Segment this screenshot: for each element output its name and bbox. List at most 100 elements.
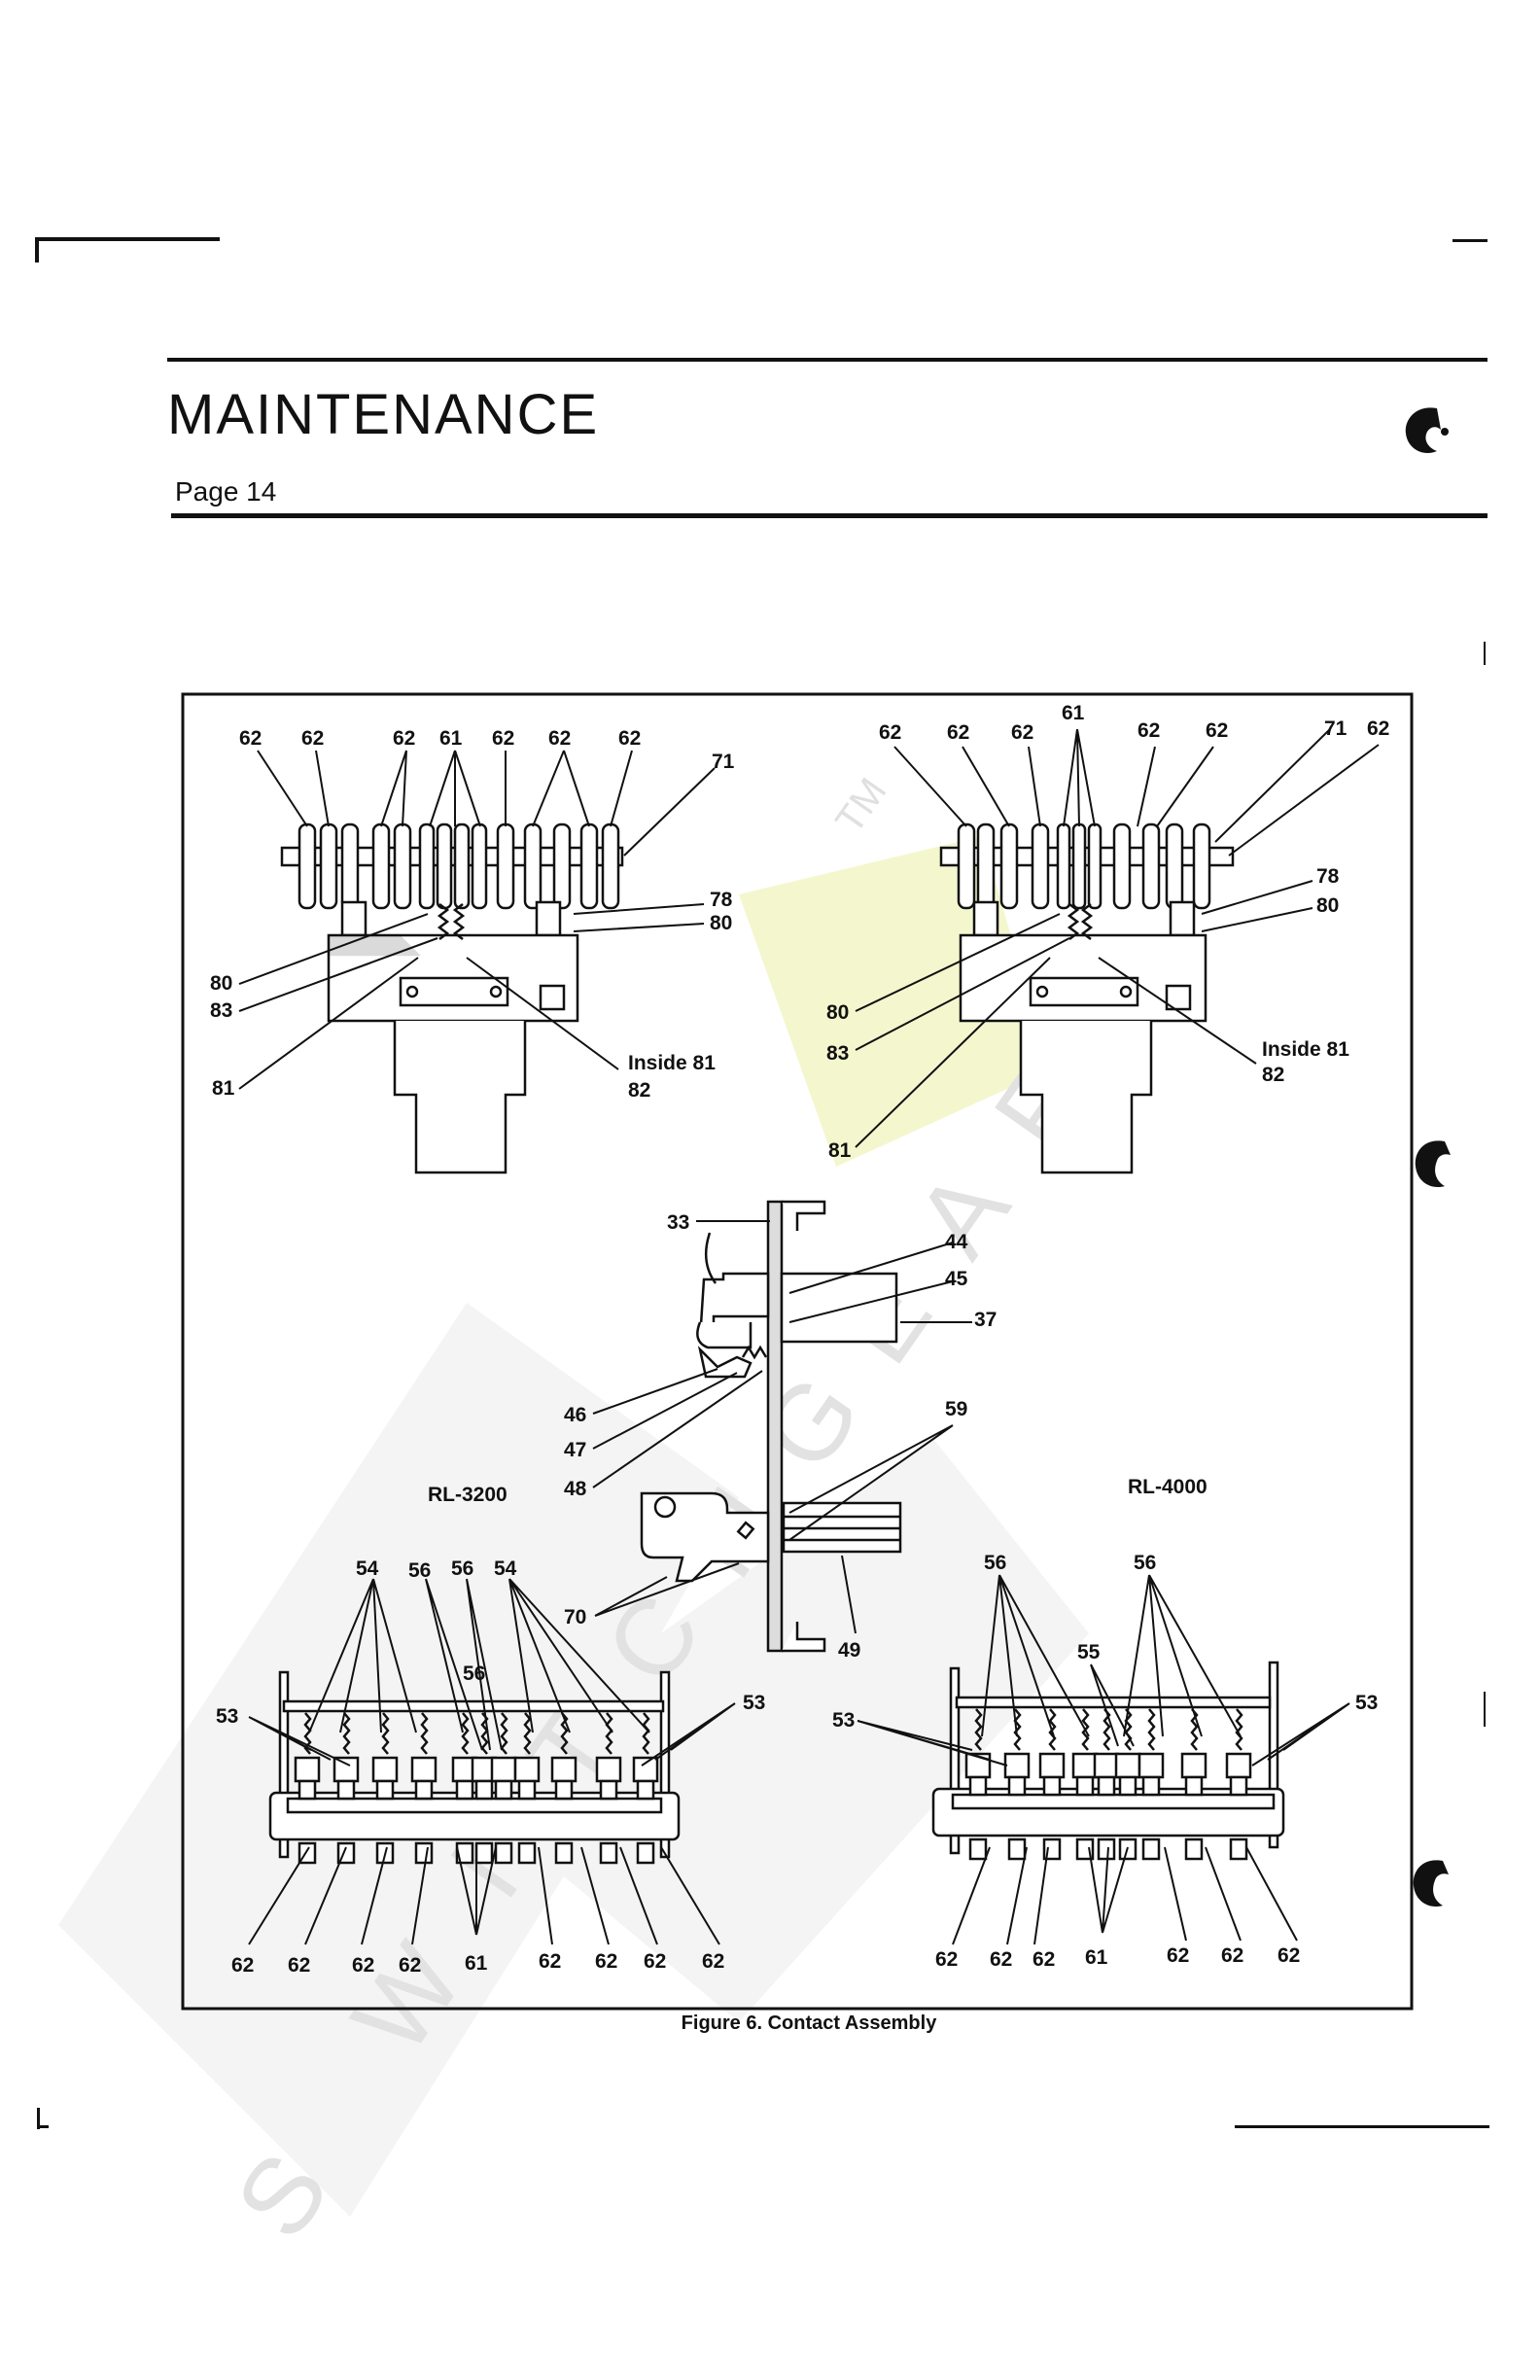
contact-stem (1141, 1775, 1161, 1797)
callout-label: 62 (702, 1950, 724, 1973)
callout-label: 44 (945, 1231, 968, 1253)
model-label-rl4000: RL-4000 (1128, 1476, 1208, 1498)
callout-label: 37 (974, 1309, 997, 1331)
contact-tip (517, 1841, 537, 1865)
callout-label: 55 (1077, 1641, 1101, 1663)
callout-labels: 62 62 62 61 62 62 62 71 78 80 80 83 81 I… (210, 702, 1389, 1977)
figure-frame (181, 692, 1414, 2011)
contact-cell (513, 1756, 541, 1783)
callout-label: 78 (710, 889, 733, 911)
contact-tip (968, 1838, 988, 1861)
callout-label: 61 (1062, 702, 1085, 724)
contact-stem (1184, 1775, 1204, 1797)
callout-label: Inside 81 (1262, 1038, 1349, 1061)
contact-stem (1118, 1775, 1138, 1797)
callout-label: 62 (399, 1954, 421, 1977)
contact-stem (554, 1779, 574, 1801)
callout-label: 80 (710, 912, 732, 934)
contact-stem (414, 1779, 434, 1801)
figure-caption: Figure 6. Contact Assembly (681, 2012, 937, 2034)
contact-cell (1071, 1752, 1099, 1779)
contact-tip (414, 1841, 434, 1865)
contact-tip (1097, 1838, 1116, 1861)
callout-label: 62 (1011, 721, 1033, 744)
callout-label: 45 (945, 1268, 968, 1290)
scan-mark-right-tick2 (1484, 1692, 1486, 1727)
callout-label: 53 (1355, 1692, 1378, 1714)
callout-label: 71 (1324, 718, 1348, 740)
contact-tip (1229, 1838, 1248, 1861)
callout-label: 56 (984, 1552, 1006, 1574)
spring (560, 1712, 569, 1755)
callout-label: 62 (231, 1954, 254, 1977)
callout-label: 62 (492, 727, 514, 750)
contact-stem (636, 1779, 655, 1801)
contact-tip (636, 1841, 655, 1865)
callout-label: 70 (564, 1606, 586, 1628)
callout-label: 59 (945, 1398, 967, 1420)
contact-cell (1114, 1752, 1141, 1779)
callout-label: 83 (210, 999, 232, 1022)
contact-stem (599, 1779, 618, 1801)
contact-stem (1075, 1775, 1095, 1797)
bottom-left-contact-block (268, 1670, 681, 1865)
contact-stem (375, 1779, 395, 1801)
header-top-rule (167, 358, 1488, 362)
contact-cell (595, 1756, 622, 1783)
scan-mark-top-left (35, 237, 220, 241)
contact-stem (1097, 1775, 1116, 1797)
contact-stem (1229, 1775, 1248, 1797)
contact-stem (968, 1775, 988, 1797)
callout-label: 80 (1316, 894, 1339, 917)
contact-cell (550, 1756, 578, 1783)
callout-label: 62 (1278, 1944, 1300, 1967)
callout-label: 62 (1221, 1944, 1243, 1967)
contact-stem (1042, 1775, 1062, 1797)
contact-stem (517, 1779, 537, 1801)
callout-label: 62 (935, 1948, 958, 1971)
top-left-contact-assembly (280, 822, 624, 1174)
contact-cell (1180, 1752, 1208, 1779)
contact-cell (1003, 1752, 1031, 1779)
contact-tip (455, 1841, 474, 1865)
callout-label: 62 (239, 727, 262, 750)
callout-label: 62 (1138, 719, 1160, 742)
punch-hole-icon (1413, 1860, 1449, 1908)
contact-stem (455, 1779, 474, 1801)
callout-label: 62 (548, 727, 571, 750)
contact-tip (1184, 1838, 1204, 1861)
spring (605, 1712, 613, 1755)
spring (420, 1712, 429, 1755)
callout-label: 61 (465, 1952, 488, 1975)
callout-label: 54 (494, 1558, 517, 1580)
spring (342, 1712, 351, 1755)
callout-label: 71 (712, 751, 735, 773)
contact-tip (494, 1841, 513, 1865)
callout-label: 53 (743, 1692, 765, 1714)
callout-label: 62 (1167, 1944, 1189, 1967)
spring (1124, 1708, 1133, 1751)
scan-mark-right-tick (1484, 642, 1486, 665)
contact-cell (632, 1756, 659, 1783)
contact-cell (294, 1756, 321, 1783)
callout-label: 83 (826, 1042, 849, 1065)
contact-stem (336, 1779, 356, 1801)
callout-label: 54 (356, 1558, 379, 1580)
top-right-contact-assembly (939, 822, 1235, 1174)
page-title: MAINTENANCE (167, 383, 600, 446)
contact-stem (474, 1779, 494, 1801)
callout-label: 56 (408, 1559, 431, 1582)
contact-cell (1093, 1752, 1120, 1779)
spring (500, 1712, 508, 1755)
callout-label: 82 (1262, 1064, 1284, 1086)
callout-label: 62 (1032, 1948, 1055, 1971)
center-mechanism (640, 1200, 902, 1653)
callout-label: 48 (564, 1478, 587, 1500)
callout-label: 62 (644, 1950, 666, 1973)
contact-cell (332, 1756, 360, 1783)
callout-label: 47 (564, 1439, 586, 1461)
spring (1013, 1708, 1022, 1751)
callout-label: 53 (216, 1705, 238, 1728)
callout-label: 62 (352, 1954, 374, 1977)
